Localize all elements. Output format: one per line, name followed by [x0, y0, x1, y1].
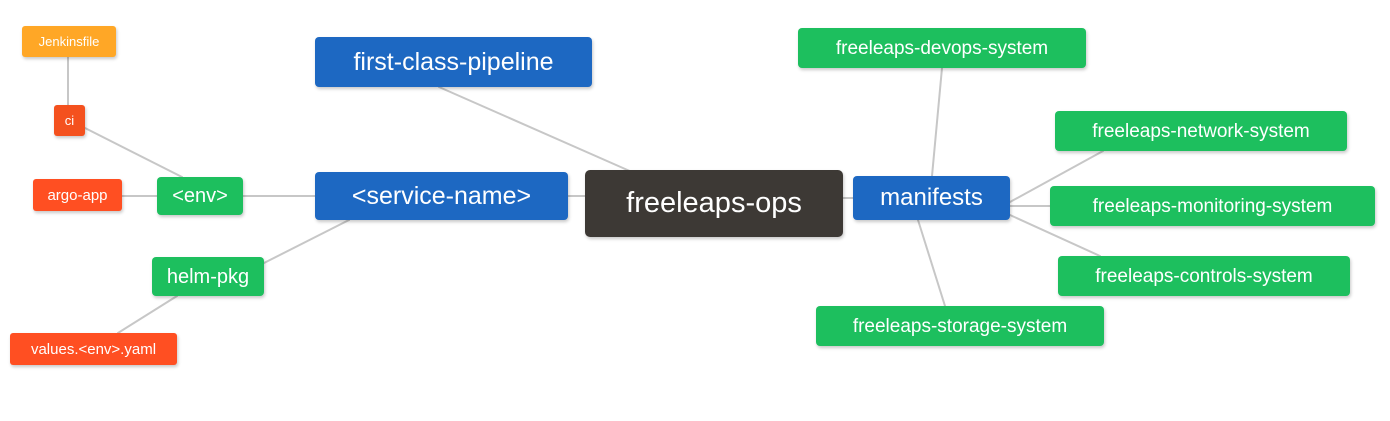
mindmap-node-label: freeleaps-monitoring-system — [1092, 195, 1333, 217]
mindmap-node-helm[interactable]: helm-pkg — [152, 257, 264, 296]
mindmap-node-label: ci — [64, 113, 75, 128]
mindmap-node-argo[interactable]: argo-app — [33, 179, 122, 211]
mindmap-node-label: freeleaps-controls-system — [1095, 265, 1313, 287]
edge-helm-to-values — [117, 295, 178, 334]
mindmap-node-jenkins[interactable]: Jenkinsfile — [22, 26, 116, 57]
edge-manifests-to-devops — [931, 67, 943, 177]
edge-manifests-to-storage — [917, 219, 946, 307]
mindmap-node-label: first-class-pipeline — [353, 47, 554, 76]
mindmap-node-label: helm-pkg — [166, 265, 250, 288]
mindmap-node-controls[interactable]: freeleaps-controls-system — [1058, 256, 1350, 296]
mindmap-node-label: <service-name> — [351, 181, 532, 210]
edge-manifests-to-controls — [1009, 214, 1101, 257]
mindmap-node-label: freeleaps-ops — [626, 187, 802, 219]
mindmap-node-env[interactable]: <env> — [157, 177, 243, 215]
mindmap-node-label: freeleaps-storage-system — [852, 315, 1068, 337]
mindmap-node-label: values.<env>.yaml — [30, 340, 157, 358]
edge-root-to-pipeline — [438, 86, 633, 173]
mindmap-node-label: freeleaps-network-system — [1092, 120, 1310, 142]
mindmap-node-ci[interactable]: ci — [54, 105, 85, 136]
edge-manifests-to-network — [1009, 150, 1104, 203]
mindmap-node-label: argo-app — [47, 186, 108, 204]
mindmap-node-root[interactable]: freeleaps-ops — [585, 170, 843, 237]
mindmap-node-monitoring[interactable]: freeleaps-monitoring-system — [1050, 186, 1375, 226]
mindmap-node-label: <env> — [172, 185, 228, 207]
mindmap-node-label: freeleaps-devops-system — [835, 37, 1049, 59]
mindmap-node-label: manifests — [880, 184, 983, 211]
mindmap-node-network[interactable]: freeleaps-network-system — [1055, 111, 1347, 151]
mindmap-node-manifests[interactable]: manifests — [853, 176, 1010, 220]
mindmap-node-devops[interactable]: freeleaps-devops-system — [798, 28, 1086, 68]
mindmap-node-label: Jenkinsfile — [38, 34, 100, 49]
edge-service-to-helm — [263, 219, 350, 264]
edge-env-to-ci — [84, 127, 183, 178]
mindmap-node-storage[interactable]: freeleaps-storage-system — [816, 306, 1104, 346]
mindmap-node-values[interactable]: values.<env>.yaml — [10, 333, 177, 365]
mindmap-node-pipeline[interactable]: first-class-pipeline — [315, 37, 592, 87]
mindmap-node-service[interactable]: <service-name> — [315, 172, 568, 220]
